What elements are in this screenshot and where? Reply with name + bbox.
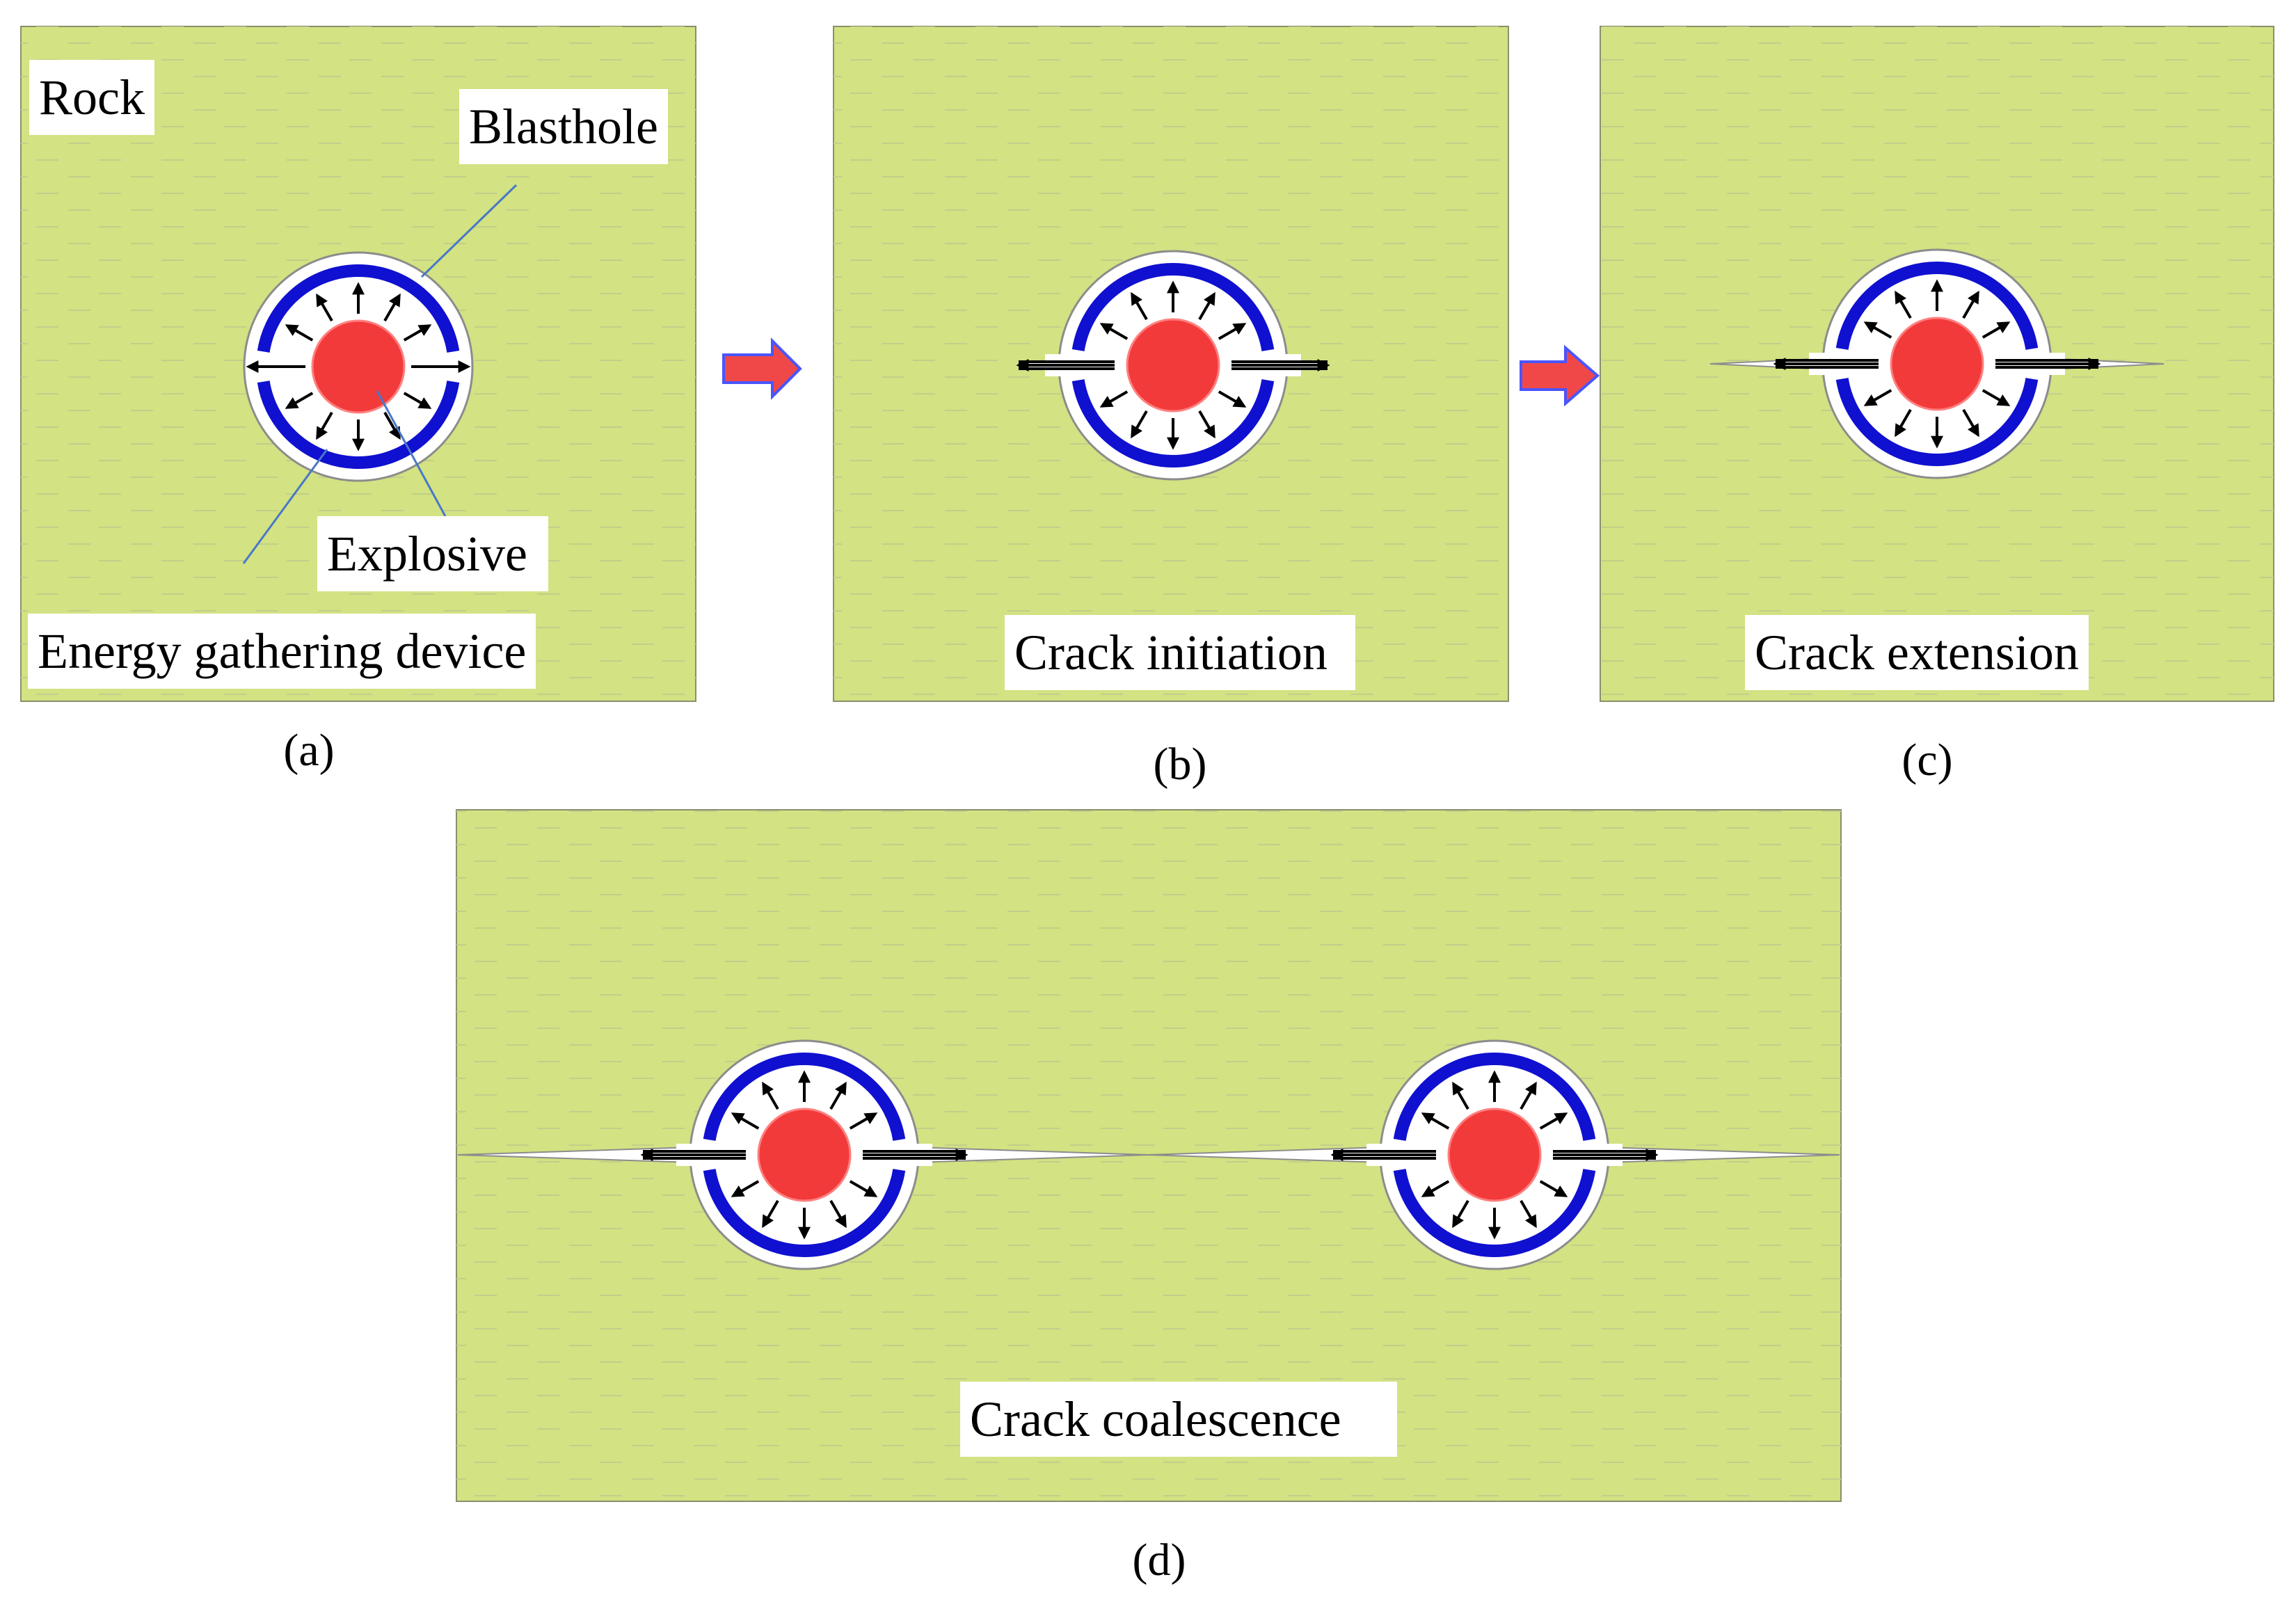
stress-arrow	[731, 1180, 760, 1197]
explosive-charge	[757, 1108, 852, 1202]
stress-arrow	[1099, 390, 1129, 408]
stress-arrow	[762, 1081, 779, 1110]
explosive-leader-line	[376, 390, 447, 517]
stress-arrow	[1131, 291, 1148, 321]
blasthole-icon-b	[1016, 250, 1330, 481]
stress-arrow	[1198, 410, 1215, 439]
stress-arrow	[1520, 1081, 1537, 1110]
stress-arrow	[316, 411, 333, 440]
stress-arrow	[1895, 408, 1912, 438]
stress-arrow	[1452, 1199, 1469, 1229]
stress-arrow	[829, 1081, 847, 1110]
crack-coalescence-label: Crack coalescence	[960, 1382, 1397, 1457]
stress-arrow	[1421, 1180, 1450, 1197]
blasthole-icon-d-right	[1330, 1039, 1659, 1270]
transition-arrow-icon-b-to-c	[1520, 344, 1600, 407]
stress-arrow	[403, 324, 432, 342]
energy-gathering-device-upper	[1071, 263, 1275, 351]
stress-arrow	[285, 324, 314, 342]
stress-arrow	[383, 293, 401, 322]
stress-arrow	[1218, 390, 1247, 408]
stress-arrow	[1962, 290, 1979, 319]
stress-arrow	[1099, 323, 1129, 340]
caption-a: (a)	[283, 725, 335, 776]
caption-b: (b)	[1153, 739, 1207, 790]
stress-arrow	[1982, 321, 2011, 339]
explosive-charge	[1890, 317, 1984, 411]
blasthole-leader-line	[420, 184, 518, 278]
explosive-charge	[1447, 1108, 1542, 1202]
blasthole-icon-a	[243, 251, 474, 482]
energy-gathering-device-lower	[703, 1169, 906, 1257]
blasthole-label: Blasthole	[459, 89, 668, 164]
stress-arrow	[731, 1112, 760, 1130]
stress-arrow	[1539, 1180, 1568, 1197]
explosive-charge	[1126, 318, 1220, 413]
stress-arrow	[1863, 389, 1892, 406]
explosive-label: Explosive	[317, 516, 548, 591]
stress-arrow	[316, 293, 333, 322]
energy-gathering-device-upper	[703, 1053, 906, 1141]
transition-arrow-icon-a-to-b	[722, 337, 802, 400]
stress-arrow	[1982, 389, 2011, 406]
stress-arrow	[285, 392, 314, 409]
stress-arrow	[1539, 1112, 1568, 1130]
stress-arrow	[1131, 410, 1148, 439]
blasthole-icon-d-left	[640, 1039, 968, 1270]
stress-arrow	[1218, 323, 1247, 340]
stress-arrow	[1198, 291, 1215, 321]
energy-gathering-device-upper	[1393, 1053, 1596, 1141]
stress-arrow	[1452, 1081, 1469, 1110]
stress-arrow	[1962, 408, 1979, 438]
rock-label: Rock	[29, 60, 154, 135]
energy-gathering-device-lower	[257, 381, 460, 469]
caption-c: (c)	[1902, 735, 1953, 785]
energy-gathering-device-upper	[257, 264, 460, 353]
stress-arrow	[849, 1112, 878, 1130]
blasthole-icon-c	[1773, 248, 2101, 479]
crack-extension-label: Crack extension	[1745, 615, 2089, 690]
device-leader-line	[242, 449, 328, 564]
stress-arrow	[1520, 1199, 1537, 1229]
stress-arrow	[403, 392, 432, 409]
energy-gathering-device-upper	[1835, 262, 2039, 350]
stress-arrow	[383, 411, 401, 440]
stress-arrow	[829, 1199, 847, 1229]
stress-arrow	[762, 1199, 779, 1229]
energy-gathering-device-lower	[1393, 1169, 1596, 1257]
energy-gathering-device-label: Energy gathering device	[28, 614, 536, 689]
energy-gathering-device-lower	[1071, 379, 1275, 468]
energy-gathering-device-lower	[1835, 378, 2039, 466]
stress-arrow	[1895, 290, 1912, 319]
explosive-charge	[311, 319, 406, 414]
crack-initiation-label: Crack initiation	[1005, 615, 1355, 690]
blastholes-layer	[243, 248, 2101, 1270]
caption-d: (d)	[1132, 1535, 1186, 1585]
stress-arrow	[849, 1180, 878, 1197]
stress-arrow	[1421, 1112, 1450, 1130]
stress-arrow	[1863, 321, 1892, 339]
